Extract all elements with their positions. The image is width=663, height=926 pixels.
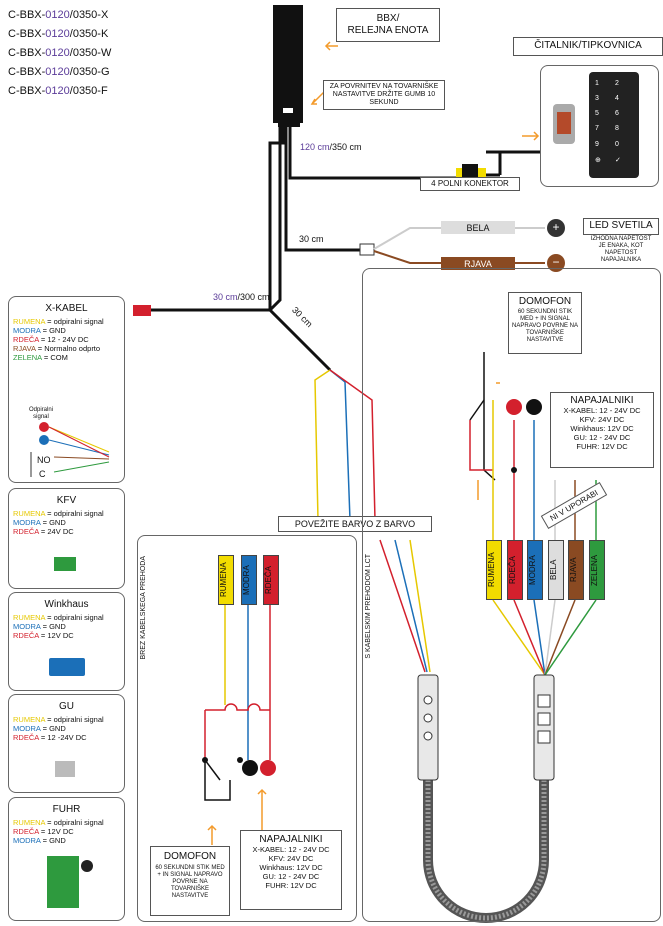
xcable-length: 30 cm/300 cm bbox=[213, 292, 270, 302]
left-psu-box: NAPAJALNIKI X-KABEL: 12 - 24V DC KFV: 24… bbox=[240, 830, 342, 910]
xkabel-box: X-KABEL RUMENA = odpiralni signal MODRA … bbox=[8, 296, 125, 483]
fuhr-terminal-icon bbox=[81, 860, 93, 872]
right-wire-red: RDEČA bbox=[507, 540, 523, 600]
xkabel-title: X-KABEL bbox=[45, 303, 88, 314]
left-domofon-box: DOMOFON 60 SEKUNDNI STIK MED + IN SIGNAL… bbox=[150, 846, 230, 916]
left-wire-yellow: RUMENA bbox=[218, 555, 234, 605]
keypad-key[interactable]: 3 bbox=[595, 95, 599, 103]
reader-title: ČITALNIK/TIPKOVNICA bbox=[513, 37, 663, 56]
keypad-key[interactable]: ✓ bbox=[615, 156, 621, 164]
keypad-key[interactable]: 0 bbox=[615, 140, 619, 148]
fuhr-title: FUHR bbox=[52, 804, 81, 815]
winkhaus-box: Winkhaus RUMENA = odpiralni signal MODRA… bbox=[8, 592, 125, 691]
keypad-key[interactable]: 4 bbox=[615, 95, 619, 103]
right-domofon-box: DOMOFON 60 SEKUNDNI STIK MED + IN SIGNAL… bbox=[508, 292, 582, 354]
bbx-label: BBX/RELEJNA ENOTA bbox=[336, 8, 440, 42]
reset-note: ZA POVRNITEV NA TOVARNIŠKE NASTAVITVE DR… bbox=[323, 80, 445, 110]
xkabel-line: RDEČA = 12 - 24V DC bbox=[13, 335, 89, 344]
gu-box: GU RUMENA = odpiralni signal MODRA = GND… bbox=[8, 694, 125, 793]
right-wire-brown: RJAVA bbox=[568, 540, 584, 600]
color-match-label: POVEŽITE BARVO Z BARVO bbox=[278, 516, 432, 532]
keypad-key[interactable]: ⊕ bbox=[595, 156, 601, 164]
kfv-box: KFV RUMENA = odpiralni signal MODRA = GN… bbox=[8, 488, 125, 589]
xkabel-line: RJAVA = Normalno odprto bbox=[13, 344, 101, 353]
keypad-key[interactable]: 6 bbox=[615, 110, 619, 118]
right-wire-white: BELA bbox=[548, 540, 564, 600]
xkabel-line: RUMENA = odpiralni signal bbox=[13, 317, 104, 326]
sku-item: C-BBX-0120/0350-G bbox=[8, 66, 110, 78]
keypad-key[interactable]: 7 bbox=[595, 125, 599, 133]
xkabel-line: ZELENA = COM bbox=[13, 353, 68, 362]
fuhr-box: FUHR RUMENA = odpiralni signal RDEČA = 1… bbox=[8, 797, 125, 921]
xkabel-signal-label: Odpiralni signal bbox=[29, 407, 54, 420]
xkabel-schematic bbox=[30, 422, 110, 477]
minus-icon: − bbox=[552, 255, 560, 269]
sku-item: C-BBX-0120/0350-F bbox=[8, 85, 108, 97]
xkabel-no-label: NO bbox=[37, 455, 51, 465]
plus-icon: + bbox=[552, 220, 560, 234]
winkhaus-title: Winkhaus bbox=[44, 599, 89, 610]
led-note: IZHODNA NAPETOST JE ENAKA, KOT NAPETOST … bbox=[590, 236, 652, 263]
left-wire-red: RDEČA bbox=[263, 555, 279, 605]
fuhr-connector-icon bbox=[47, 856, 79, 908]
led-cable-length: 30 cm bbox=[299, 234, 324, 244]
keypad-key[interactable]: 8 bbox=[615, 125, 619, 133]
gu-connector-icon bbox=[55, 761, 75, 777]
keypad[interactable]: 1 2 3 4 5 6 7 8 9 0 ⊕ ✓ bbox=[589, 72, 639, 178]
card-reader-icon bbox=[553, 104, 575, 144]
led-wire-white: BELA bbox=[466, 223, 490, 233]
sku-list: C-BBX-0120/0350-X C-BBX-0120/0350-K C-BB… bbox=[8, 6, 111, 101]
left-side-label: BREZ KABELSKEGA PREHODA bbox=[140, 556, 147, 660]
led-wire-brown: RJAVA bbox=[464, 259, 492, 269]
sku-item: C-BBX-0120/0350-K bbox=[8, 28, 109, 40]
right-side-label: S KABELSKIM PREHODOM LCT bbox=[365, 554, 372, 659]
bbx-unit bbox=[273, 5, 303, 123]
connector-label: 4 POLNI KONEKTOR bbox=[420, 177, 520, 191]
kfv-title: KFV bbox=[56, 495, 77, 506]
reader-cable-length: 120 cm/350 cm bbox=[300, 142, 362, 152]
right-wire-blue: MODRA bbox=[527, 540, 543, 600]
winkhaus-connector-icon bbox=[49, 658, 85, 676]
keypad-key[interactable]: 2 bbox=[615, 80, 619, 87]
xkabel-c-label: C bbox=[39, 469, 46, 479]
sku-item: C-BBX-0120/0350-X bbox=[8, 9, 109, 21]
xkabel-line: MODRA = GND bbox=[13, 326, 66, 335]
left-wire-blue: MODRA bbox=[241, 555, 257, 605]
reader-device[interactable]: 1 2 3 4 5 6 7 8 9 0 ⊕ ✓ bbox=[540, 65, 659, 187]
keypad-key[interactable]: 5 bbox=[595, 110, 599, 118]
keypad-key[interactable]: 1 bbox=[595, 80, 599, 87]
gu-title: GU bbox=[59, 701, 74, 712]
keypad-key[interactable]: 9 bbox=[595, 140, 599, 148]
right-wire-yellow: RUMENA bbox=[486, 540, 502, 600]
kfv-connector-icon bbox=[54, 557, 76, 571]
right-panel: S KABELSKIM PREHODOM LCT bbox=[362, 268, 661, 922]
right-psu-box: NAPAJALNIKI X-KABEL: 12 - 24V DC KFV: 24… bbox=[550, 392, 654, 468]
right-wire-green: ZELENA bbox=[589, 540, 605, 600]
led-title: LED SVETILA bbox=[583, 218, 659, 235]
sku-item: C-BBX-0120/0350-W bbox=[8, 47, 112, 59]
left-panel: BREZ KABELSKEGA PREHODA bbox=[137, 535, 357, 922]
